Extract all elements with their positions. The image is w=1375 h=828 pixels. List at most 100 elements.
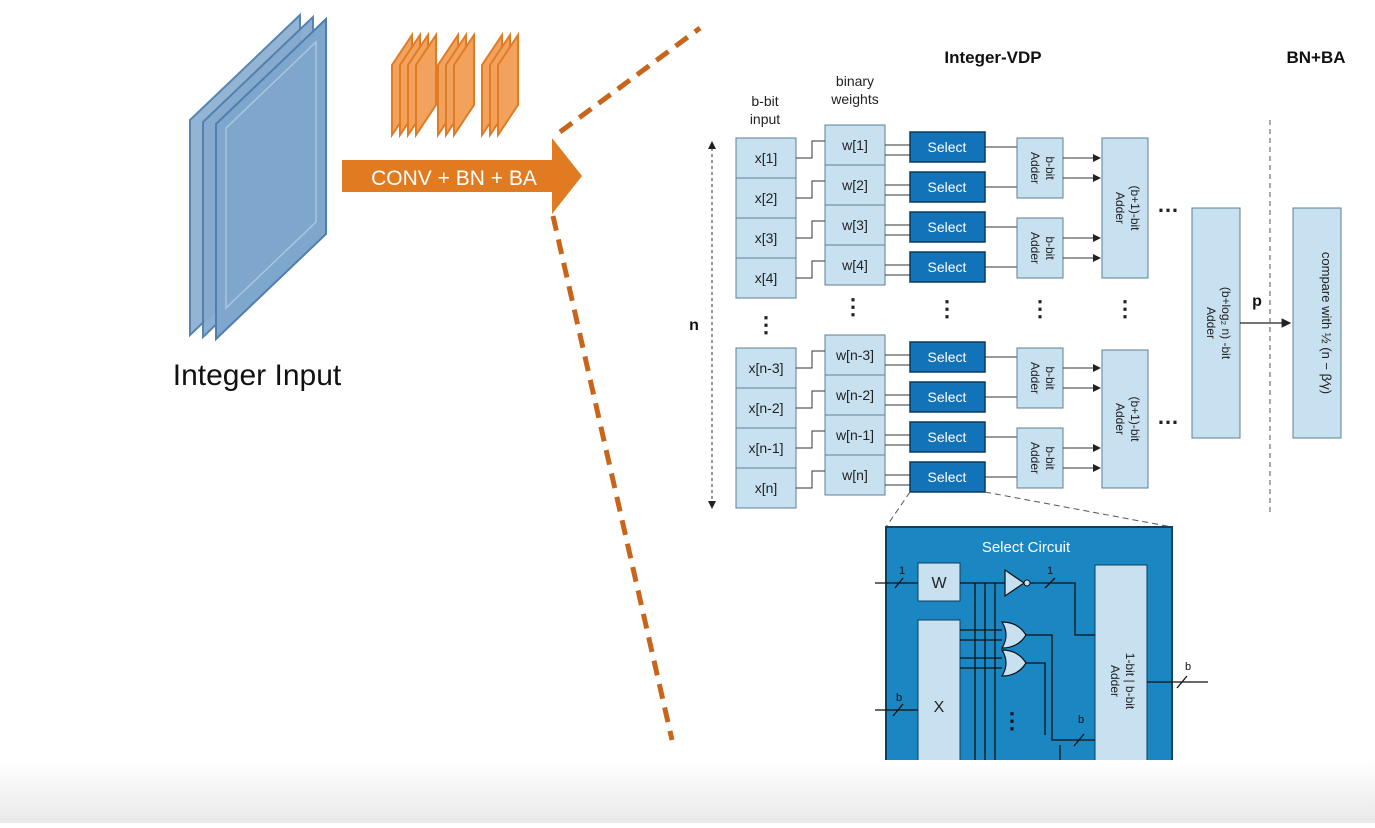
weights-column-header-line1: binary bbox=[836, 73, 874, 89]
bbit-adder-column bbox=[1016, 137, 1064, 489]
bbit-adder-vdots: ⋮ bbox=[1029, 296, 1051, 321]
bbit-adder-label-1: b-bit bbox=[1043, 156, 1057, 180]
input-column bbox=[735, 137, 797, 509]
final-adder bbox=[1191, 207, 1241, 439]
weight-cell bbox=[824, 124, 886, 166]
b1bit-adder-label-2: Adder bbox=[1113, 403, 1127, 435]
input-label-xn1: x[n-1] bbox=[748, 440, 783, 456]
select-circuit-x-label: X bbox=[934, 699, 945, 716]
select-label: Select bbox=[928, 429, 967, 445]
bbit-adder-label-1: b-bit bbox=[1043, 236, 1057, 260]
bus-label-not-out: 1 bbox=[1047, 565, 1053, 577]
select-circuit-adder-box bbox=[1094, 564, 1148, 798]
or-gate bbox=[1000, 621, 1027, 649]
not-gate-bubble bbox=[1023, 579, 1031, 587]
bbit-adder-label-2: Adder bbox=[1028, 362, 1042, 394]
weight-label-w2: w[2] bbox=[841, 177, 868, 193]
final-adder-label-2: Adder bbox=[1204, 307, 1218, 339]
bbit-adder bbox=[1016, 427, 1064, 489]
b1bit-adder-label-1: (b+1)-bit bbox=[1128, 185, 1142, 231]
bbit-adder bbox=[1016, 217, 1064, 279]
select-label: Select bbox=[928, 139, 967, 155]
input-label-x4: x[4] bbox=[755, 270, 778, 286]
b1bit-adder-column bbox=[1101, 137, 1149, 489]
select-circuit-adder-label-1: 1-bit | b-bit bbox=[1123, 653, 1137, 710]
b1bit-adder bbox=[1101, 349, 1149, 489]
weight-label-w3: w[3] bbox=[841, 217, 868, 233]
input-label-xn3: x[n-3] bbox=[748, 360, 783, 376]
select-circuit-w-box bbox=[917, 562, 961, 602]
bbit-adder-label-2: Adder bbox=[1028, 442, 1042, 474]
not-gate bbox=[1004, 568, 1026, 598]
input-label-x3: x[3] bbox=[755, 230, 778, 246]
bus-label-w-in: 1 bbox=[899, 565, 905, 577]
input-cell bbox=[735, 217, 797, 259]
integer-input-label: Integer Input bbox=[173, 359, 342, 392]
weight-cell bbox=[824, 244, 886, 286]
input-label-xn: x[n] bbox=[755, 480, 778, 496]
weights-column-header-line2: weights bbox=[830, 91, 878, 107]
p-label: p bbox=[1252, 293, 1262, 310]
select-box bbox=[909, 251, 986, 283]
adder-wires bbox=[1063, 154, 1101, 472]
compare-box bbox=[1292, 207, 1342, 439]
select-adder-wires bbox=[985, 146, 1017, 478]
select-box bbox=[909, 421, 986, 453]
ellipsis-bottom: … bbox=[1157, 404, 1179, 429]
select-label: Select bbox=[928, 469, 967, 485]
select-circuit-w-label: W bbox=[931, 575, 947, 592]
bbit-adder-label-2: Adder bbox=[1028, 232, 1042, 264]
b1bit-adder bbox=[1101, 137, 1149, 279]
input-feature-maps bbox=[189, 12, 327, 342]
select-label: Select bbox=[928, 349, 967, 365]
bbit-adder bbox=[1016, 347, 1064, 409]
weight-label-wn1: w[n-1] bbox=[835, 427, 874, 443]
integer-vdp-title: Integer-VDP bbox=[944, 48, 1041, 67]
conv-bn-ba-label: CONV + BN + BA bbox=[371, 167, 537, 190]
select-box bbox=[909, 131, 986, 163]
weight-cell bbox=[824, 374, 886, 416]
zoom-line-top bbox=[558, 25, 702, 135]
b1bit-adder-label-1: (b+1)-bit bbox=[1128, 396, 1142, 442]
weight-label-w4: w[4] bbox=[841, 257, 868, 273]
input-cell bbox=[735, 257, 797, 299]
select-circuit-title: Select Circuit bbox=[982, 539, 1071, 556]
input-cell bbox=[735, 467, 797, 509]
bbit-adder-label-2: Adder bbox=[1028, 152, 1042, 184]
select-circuit-adder-label-2: Adder bbox=[1108, 665, 1122, 697]
final-adder-label-1: (b+log₂ n) -bit bbox=[1219, 287, 1233, 360]
select-label: Select bbox=[928, 179, 967, 195]
input-label-x1: x[1] bbox=[755, 150, 778, 166]
n-label: n bbox=[689, 317, 699, 334]
select-label: Select bbox=[928, 259, 967, 275]
input-cell bbox=[735, 427, 797, 469]
weight-cell bbox=[824, 454, 886, 496]
select-circuit-vdots: ⋮ bbox=[1001, 708, 1023, 733]
bbit-adder-label-1: b-bit bbox=[1043, 446, 1057, 470]
select-label: Select bbox=[928, 219, 967, 235]
select-label: Select bbox=[928, 389, 967, 405]
weight-cell bbox=[824, 164, 886, 206]
input-label-x2: x[2] bbox=[755, 190, 778, 206]
weight-label-wn3: w[n-3] bbox=[835, 347, 874, 363]
b1bit-adder-vdots: ⋮ bbox=[1114, 296, 1136, 321]
select-box bbox=[909, 381, 986, 413]
input-column-header-line1: b-bit bbox=[751, 93, 778, 109]
weight-cell bbox=[824, 334, 886, 376]
conv-kernels bbox=[391, 31, 519, 139]
weight-vdots: ⋮ bbox=[842, 294, 864, 319]
weights-column bbox=[824, 124, 886, 496]
b1bit-adder-label-2: Adder bbox=[1113, 192, 1127, 224]
zoom-line-bottom bbox=[550, 215, 675, 741]
input-vdots: ⋮ bbox=[755, 312, 777, 337]
compare-label: compare with ½ (n − β⁄γ) bbox=[1319, 252, 1334, 394]
bbit-adder-label-1: b-bit bbox=[1043, 366, 1057, 390]
zoom-guide-right bbox=[984, 491, 1173, 528]
bottom-shade bbox=[0, 760, 1375, 823]
bus-label-out: b bbox=[1185, 661, 1191, 673]
bn-ba-title: BN+BA bbox=[1286, 48, 1345, 67]
input-label-xn2: x[n-2] bbox=[748, 400, 783, 416]
input-column-header-line2: input bbox=[750, 111, 780, 127]
